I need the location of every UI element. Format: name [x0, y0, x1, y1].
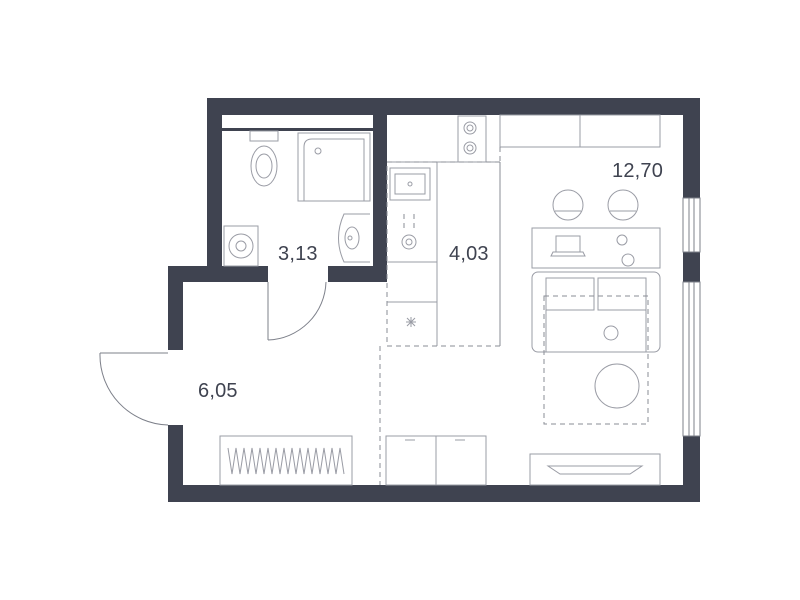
coffee-table-icon: [594, 363, 640, 409]
sofa-icon: [531, 271, 661, 353]
sink-icon: [389, 167, 431, 201]
bathroom-door[interactable]: [267, 281, 327, 341]
stove-icon: [457, 115, 487, 163]
tv-unit-icon: [529, 453, 661, 486]
washing-machine-icon: [223, 225, 259, 267]
chair-icon: [552, 189, 639, 221]
faucet-icon: [401, 214, 417, 250]
walls: [168, 98, 700, 502]
living-area-label: 12,70: [612, 160, 664, 182]
toilet-icon: [249, 130, 279, 187]
fridge-icon: [387, 261, 437, 327]
kitchen-area-label: 4,03: [449, 243, 489, 265]
lower-cabinets: [385, 435, 487, 486]
wall-cabinets: [499, 114, 661, 162]
desk-icon: [531, 227, 661, 269]
hallway-area-label: 6,05: [198, 380, 238, 402]
entrance-door[interactable]: [99, 352, 169, 426]
shower-icon: [297, 132, 371, 202]
window-icon: [682, 197, 701, 437]
wardrobe-icon: [219, 435, 353, 486]
bathroom-area-label: 3,13: [278, 243, 318, 265]
washbasin-icon: [338, 213, 370, 263]
rug: [543, 295, 649, 425]
